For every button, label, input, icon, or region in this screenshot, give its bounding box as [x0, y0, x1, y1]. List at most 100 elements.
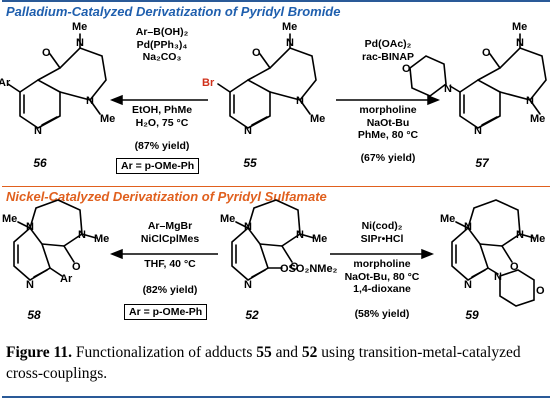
condition-line: THF, 40 °C	[144, 258, 196, 270]
carbonyl-oxygen-55: O	[252, 47, 261, 59]
arrow-head-3	[109, 248, 123, 260]
reaction-2-reagents: Pd(OAc)₂ rac-BINAP	[342, 38, 434, 63]
structure-58	[13, 199, 97, 281]
compound-number-55: 55	[243, 156, 257, 170]
reagent-line: Pd(OAc)₂	[364, 38, 412, 50]
figure-label: Figure 11.	[6, 344, 73, 361]
condition-line: morpholine	[353, 258, 411, 270]
amine-n-59: N	[464, 221, 472, 233]
condition-line: EtOH, PhMe	[131, 104, 193, 116]
figure-caption: Figure 11. Functionalization of adducts …	[6, 342, 548, 384]
bottom-rule	[2, 396, 550, 398]
arrow-head-2	[427, 94, 441, 106]
condition-line: NaOt-Bu	[366, 116, 410, 129]
compound-number-57: 57	[475, 156, 489, 170]
morpholine-o-59: O	[536, 285, 545, 297]
carbonyl-oxygen-59: O	[510, 261, 519, 273]
methyl-58b: Me	[94, 233, 109, 245]
amine-n-57: N	[526, 95, 534, 107]
caption-ref-55: 55	[256, 344, 272, 361]
caption-text-b: and	[271, 344, 302, 361]
condition-line: PhMe, 80 °C	[357, 129, 419, 141]
reaction-2-yield: (67% yield)	[360, 152, 416, 164]
reagent-line: rac-BINAP	[362, 50, 414, 63]
condition-line: 1,4-dioxane	[353, 283, 411, 295]
carbonyl-oxygen-56: O	[42, 47, 51, 59]
carbonyl-oxygen-57: O	[482, 47, 491, 59]
pyridine-n-52: N	[244, 279, 252, 291]
amine-n-55: N	[296, 95, 304, 107]
reaction-3-ar-definition: Ar = p-OMe-Ph	[124, 304, 208, 320]
morpholine-n-59: N	[494, 271, 502, 283]
methyl-55b: Me	[310, 113, 325, 125]
structure-52	[231, 199, 315, 281]
arrow-head-4	[421, 248, 435, 260]
caption-text-a: Functionalization of adducts	[72, 344, 257, 361]
methyl-55a: Me	[282, 21, 297, 33]
amide-n-56: N	[76, 37, 84, 49]
amide-n-52: N	[296, 229, 304, 241]
methyl-58a: Me	[2, 213, 17, 225]
methyl-57b: Me	[530, 113, 545, 125]
structure-59	[451, 199, 535, 307]
reaction-2-conditions: morpholine NaOt-Bu PhMe, 80 °C	[342, 104, 434, 142]
amide-n-57: N	[516, 37, 524, 49]
reaction-scheme-drawing: O N Me N Me N Ar O N Me N Me N Br O N Me…	[0, 21, 547, 307]
structure-55	[217, 33, 317, 129]
reaction-3-conditions: THF, 40 °C	[124, 258, 216, 271]
reagent-line: Ni(cod)₂	[361, 220, 403, 232]
reaction-1-reagents: Ar–B(OH)₂ Pd(PPh₃)₄ Na₂CO₃	[118, 26, 206, 64]
section-title-palladium: Palladium-Catalyzed Derivatization of Py…	[6, 4, 341, 19]
structure-56	[7, 33, 107, 129]
methyl-57a: Me	[512, 21, 527, 33]
methyl-52b: Me	[312, 233, 327, 245]
reaction-4-conditions: morpholine NaOt-Bu, 80 °C 1,4-dioxane	[334, 258, 430, 296]
section-title-nickel: Nickel-Catalyzed Derivatization of Pyrid…	[6, 189, 327, 204]
reaction-1-conditions: EtOH, PhMe H₂O, 75 °C	[118, 104, 206, 129]
caption-text-c: using transition-metal-catalyzed cross-c…	[6, 344, 521, 382]
reaction-3-yield: (82% yield)	[142, 284, 198, 296]
arrow-head-1	[109, 94, 123, 106]
reaction-1-ar-definition: Ar = p-OMe-Ph	[116, 158, 200, 174]
methyl-56b: Me	[100, 113, 115, 125]
compound-number-56: 56	[33, 156, 47, 170]
pyridine-n-55: N	[244, 125, 252, 137]
carbonyl-oxygen-58: O	[72, 261, 81, 273]
morpholine-n-57: N	[444, 83, 452, 95]
methyl-56a: Me	[72, 21, 87, 33]
condition-line: morpholine	[359, 104, 417, 116]
pyridine-n-58: N	[26, 279, 34, 291]
sulfamate-group-52: OSO₂NMe₂	[280, 263, 338, 275]
aryl-56: Ar	[0, 77, 11, 89]
amide-n-59: N	[516, 229, 524, 241]
amide-n-55: N	[286, 37, 294, 49]
section-divider	[2, 186, 550, 187]
reaction-3-reagents: Ar–MgBr NiClCplMes	[124, 220, 216, 245]
pyridine-n-56: N	[34, 125, 42, 137]
methyl-59a: Me	[440, 213, 455, 225]
reaction-4-reagents: Ni(cod)₂ SIPr•HCl	[334, 220, 430, 245]
reaction-arrows	[109, 94, 441, 260]
reaction-1-yield: (87% yield)	[134, 140, 190, 152]
reagent-line: Na₂CO₃	[142, 51, 182, 63]
reagent-line: Ar–MgBr	[147, 220, 193, 232]
carbonyl-oxygen-52: O	[290, 261, 299, 273]
methyl-59b: Me	[530, 233, 545, 245]
amine-n-58: N	[26, 221, 34, 233]
amide-n-58: N	[78, 229, 86, 241]
pyridine-n-59: N	[464, 279, 472, 291]
compound-number-59: 59	[465, 308, 479, 322]
top-rule	[2, 0, 550, 2]
reagent-line: Pd(PPh₃)₄	[136, 38, 188, 51]
aryl-58: Ar	[60, 273, 73, 285]
compound-number-52: 52	[245, 308, 259, 322]
structure-57	[409, 33, 547, 129]
condition-line: NaOt-Bu, 80 °C	[344, 270, 420, 283]
morpholine-o-57: O	[402, 63, 411, 75]
reagent-line: Ar–B(OH)₂	[135, 26, 189, 38]
amine-n-56: N	[86, 95, 94, 107]
caption-ref-52: 52	[301, 344, 318, 361]
compound-number-58: 58	[27, 308, 41, 322]
amine-n-52: N	[244, 221, 252, 233]
condition-line: H₂O, 75 °C	[135, 116, 189, 129]
